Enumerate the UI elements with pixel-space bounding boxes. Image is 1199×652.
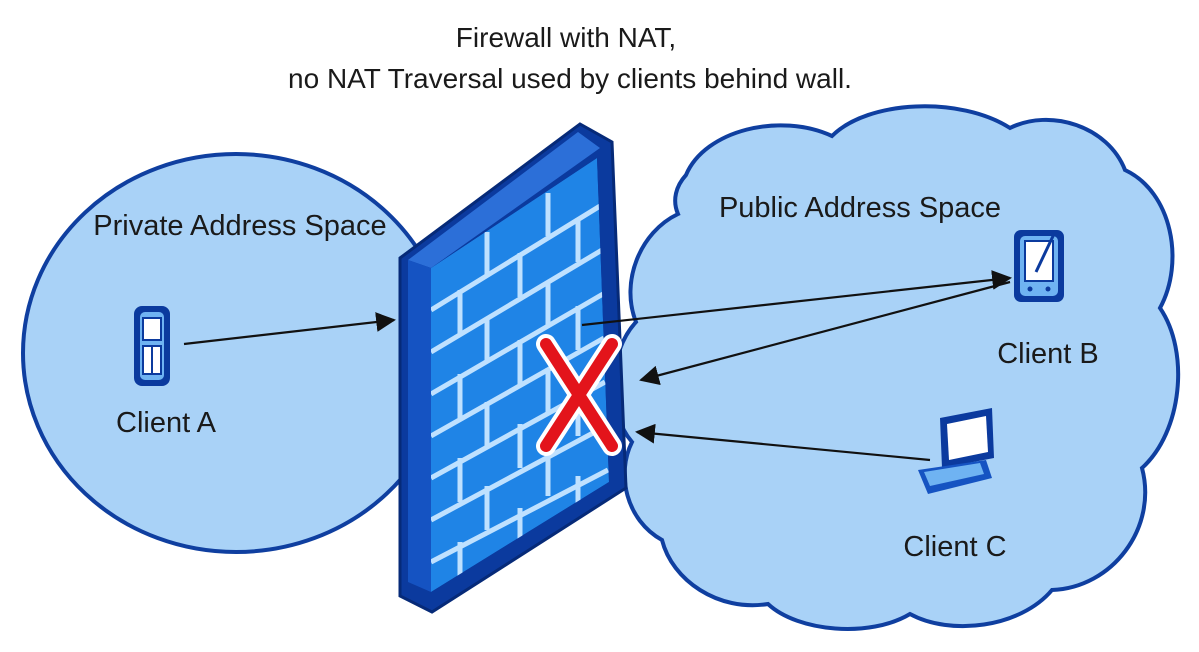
client-c-label: Client C — [903, 531, 1006, 563]
arrow-client-b-to-firewall — [639, 280, 1011, 385]
connection-arrows — [183, 270, 1012, 462]
private-address-zone: Private Address Space — [21, 152, 451, 554]
arrow-firewall-to-client-b — [581, 270, 1012, 327]
mobile-phone-icon — [134, 306, 170, 386]
diagram-title-line-1: Firewall with NAT, — [456, 22, 676, 53]
arrow-client-a-to-firewall — [183, 312, 396, 346]
private-zone-label: Private Address Space — [93, 210, 386, 242]
laptop-icon — [918, 408, 994, 494]
public-zone-label: Public Address Space — [719, 192, 1001, 224]
arrow-client-c-to-firewall — [635, 423, 931, 462]
red-x-icon — [536, 334, 622, 456]
diagram-title-line-2: no NAT Traversal used by clients behind … — [288, 63, 852, 94]
firewall-brick-wall-icon — [398, 122, 628, 614]
pda-icon — [1014, 230, 1064, 302]
client-a-label: Client A — [116, 407, 217, 439]
client-b-label: Client B — [997, 338, 1099, 370]
